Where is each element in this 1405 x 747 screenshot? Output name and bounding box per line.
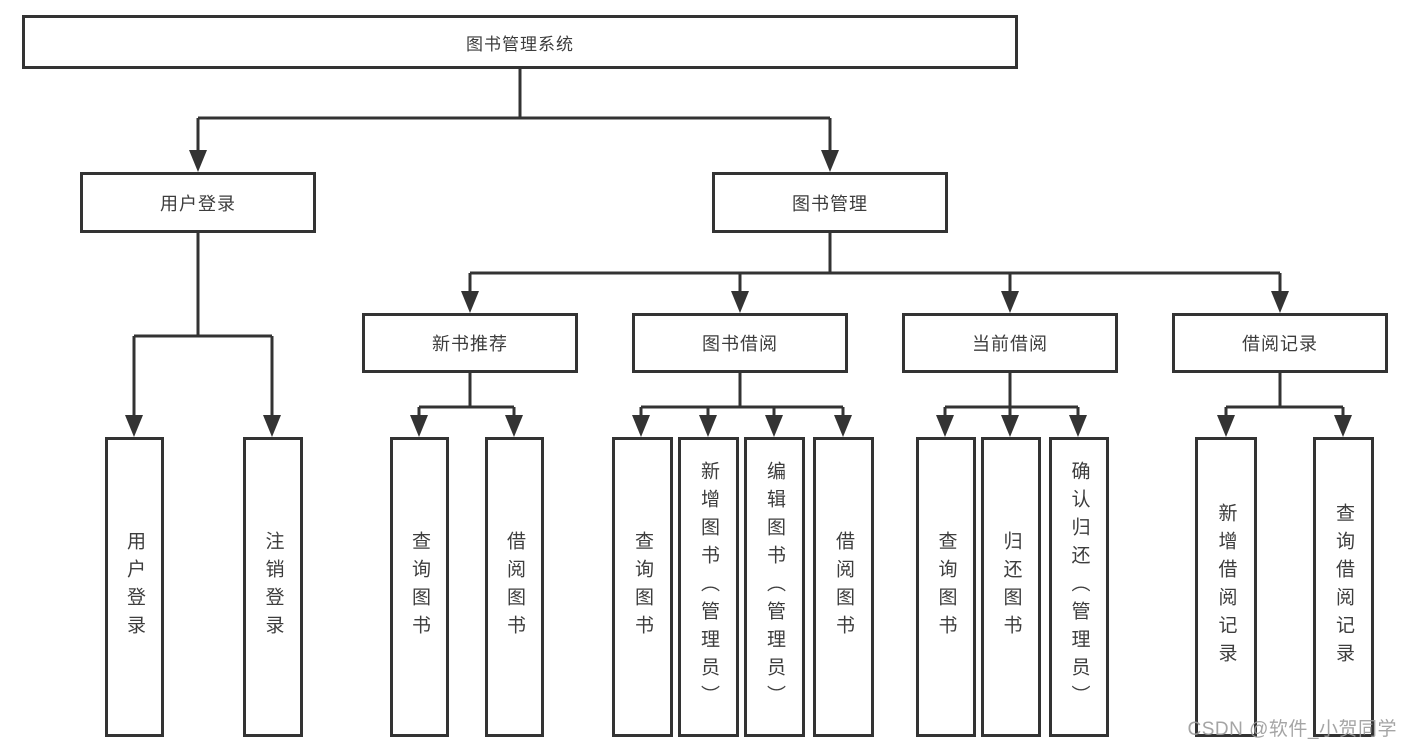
node-label: 借阅图书 — [504, 531, 525, 643]
node-label: 借阅记录 — [1242, 334, 1318, 354]
node-new-book-recommendation: 新书推荐 — [362, 313, 578, 373]
node-library-management-system: 图书管理系统 — [22, 15, 1018, 69]
leaf-confirm-return-admin: 确认归还（管理员） — [1049, 437, 1109, 737]
node-label: 查询图书 — [935, 531, 957, 643]
node-label: 当前借阅 — [972, 334, 1048, 354]
leaf-add-books-admin: 新增图书（管理员） — [678, 437, 739, 737]
node-label: 借阅图书 — [833, 531, 854, 643]
leaf-add-borrow-record: 新增借阅记录 — [1195, 437, 1257, 737]
node-label: 查询借阅记录 — [1333, 503, 1354, 671]
node-label: 新书推荐 — [432, 334, 508, 354]
node-label: 归还图书 — [1000, 531, 1022, 643]
leaf-query-books-borrow: 查询图书 — [612, 437, 673, 737]
leaf-borrow-books-recommend: 借阅图书 — [485, 437, 544, 737]
node-label: 图书管理 — [792, 193, 868, 214]
node-label: 新增借阅记录 — [1215, 503, 1237, 671]
node-book-borrowing: 图书借阅 — [632, 313, 848, 373]
node-label: 图书借阅 — [702, 334, 778, 354]
leaf-logout: 注销登录 — [243, 437, 303, 737]
node-borrowing-records: 借阅记录 — [1172, 313, 1388, 373]
leaf-query-books-recommend: 查询图书 — [390, 437, 449, 737]
node-label: 注销登录 — [262, 531, 284, 643]
node-label: 用户登录 — [160, 193, 236, 214]
node-book-management-branch: 图书管理 — [712, 172, 948, 233]
node-label: 用户登录 — [124, 531, 145, 643]
arrowheads — [125, 150, 1352, 437]
leaf-user-login: 用户登录 — [105, 437, 164, 737]
node-label: 查询图书 — [409, 531, 430, 643]
node-label: 图书管理系统 — [466, 34, 574, 54]
node-user-login-branch: 用户登录 — [80, 172, 316, 233]
node-label: 查询图书 — [632, 531, 653, 643]
leaf-return-books: 归还图书 — [981, 437, 1041, 737]
leaf-query-borrow-record: 查询借阅记录 — [1313, 437, 1374, 737]
node-current-borrowing: 当前借阅 — [902, 313, 1118, 373]
leaf-edit-books-admin: 编辑图书（管理员） — [744, 437, 805, 737]
csdn-watermark: CSDN @软件_小贺同学 — [1187, 719, 1397, 740]
leaf-query-books-current: 查询图书 — [916, 437, 976, 737]
node-label: 新增图书（管理员） — [698, 461, 719, 713]
node-label: 编辑图书（管理员） — [764, 461, 785, 713]
leaf-borrow-books: 借阅图书 — [813, 437, 874, 737]
node-label: 确认归还（管理员） — [1068, 461, 1090, 713]
